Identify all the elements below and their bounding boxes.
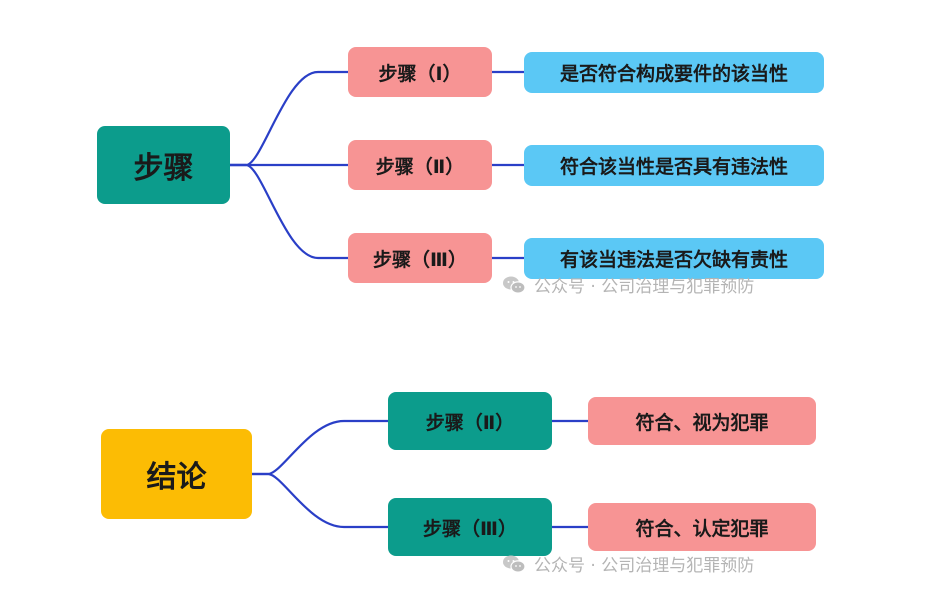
connector-steps-1 (228, 70, 350, 167)
watermark-text: 公众号 · 公司治理与犯罪预防 (534, 277, 755, 297)
wechat-icon (503, 276, 526, 294)
steps-root-node: 步骤 (97, 126, 230, 204)
steps-branch-3-desc: 有该当违法是否欠缺有责性 (524, 238, 824, 279)
wechat-icon (503, 555, 526, 573)
connector-steps-3 (228, 163, 350, 260)
steps-branch-1-step: 步骤（Ⅰ） (348, 47, 492, 97)
steps-branch-3-step: 步骤（Ⅲ） (348, 233, 492, 283)
connector-conclusion-2 (250, 472, 390, 529)
watermark-top: 公众号 · 公司治理与犯罪预防 (502, 272, 754, 297)
conclusion-branch-1-step: 步骤（Ⅱ） (388, 392, 552, 450)
conclusion-root-node: 结论 (101, 429, 252, 519)
watermark-bottom: 公众号 · 公司治理与犯罪预防 (502, 551, 754, 576)
connector-conclusion-1 (250, 419, 390, 476)
conclusion-branch-2-step: 步骤（Ⅲ） (388, 498, 552, 556)
conclusion-branch-2-desc: 符合、认定犯罪 (588, 503, 816, 551)
conclusion-branch-1-desc: 符合、视为犯罪 (588, 397, 816, 445)
steps-branch-2-desc: 符合该当性是否具有违法性 (524, 145, 824, 186)
watermark-text: 公众号 · 公司治理与犯罪预防 (534, 556, 755, 576)
steps-branch-1-desc: 是否符合构成要件的该当性 (524, 52, 824, 93)
steps-branch-2-step: 步骤（Ⅱ） (348, 140, 492, 190)
